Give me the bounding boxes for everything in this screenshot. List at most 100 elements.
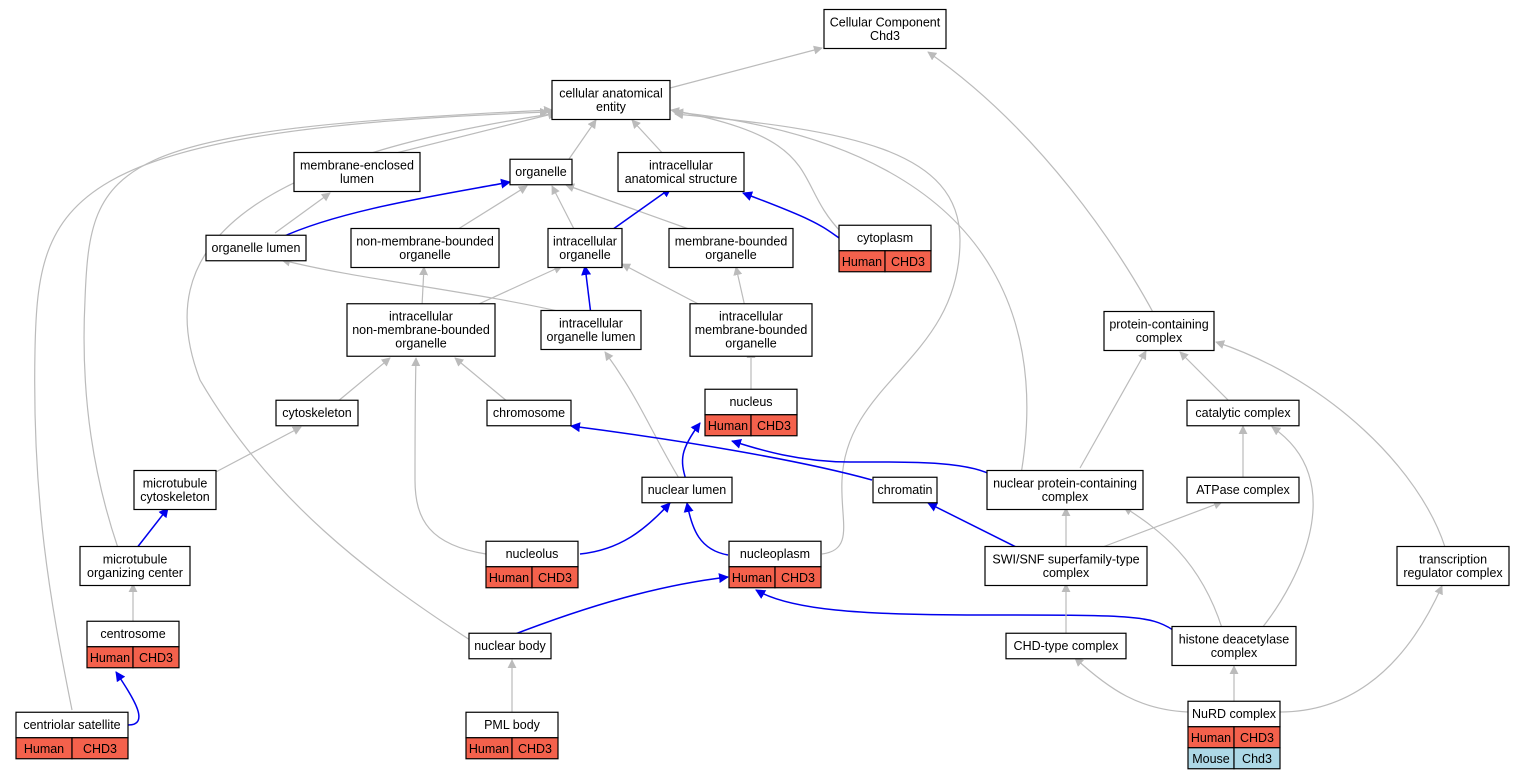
edge-cytoskeleton-to-inmbo <box>336 357 391 403</box>
node-label: PML body <box>484 718 541 732</box>
node-label: cytoskeleton <box>140 490 210 504</box>
node-inmbo[interactable]: intracellularnon-membrane-boundedorganel… <box>346 303 496 357</box>
node-label: organelle lumen <box>212 241 301 255</box>
edge-organelle-to-cae <box>568 119 597 160</box>
edge-nuclumen-to-nucleus <box>681 422 701 481</box>
gene-cell <box>531 566 579 589</box>
node-label: transcription <box>1419 552 1487 566</box>
node-label: CHD-type complex <box>1014 639 1120 653</box>
edge-chromosome-to-inmbo <box>454 357 509 403</box>
node-box <box>872 476 938 504</box>
node-label: intracellular <box>389 310 453 324</box>
edge-censat-to-cae <box>34 107 549 711</box>
node-cytoskeleton[interactable]: cytoskeleton <box>275 399 359 427</box>
edge-orglumen-to-mel <box>274 192 331 234</box>
node-box <box>1005 632 1127 660</box>
node-box <box>468 632 552 660</box>
node-label: histone deacetylase <box>1179 632 1290 646</box>
node-box <box>547 227 623 269</box>
gene-label: CHD3 <box>757 419 791 433</box>
node-chromosome[interactable]: chromosome <box>486 399 572 427</box>
node-box <box>728 540 822 568</box>
edge-catalytic-to-pcc <box>1179 351 1231 403</box>
node-catalytic[interactable]: catalytic complex <box>1186 399 1300 427</box>
node-chromatin[interactable]: chromatin <box>872 476 938 504</box>
node-box <box>704 388 798 416</box>
node-label: complex <box>1042 490 1089 504</box>
edge-nucbody-to-nucleoplasm <box>509 573 729 637</box>
node-label: organelle <box>725 337 776 351</box>
gene-label: CHD3 <box>1240 731 1274 745</box>
edge-mbo-to-organelle <box>565 183 701 234</box>
node-label: catalytic complex <box>1195 406 1291 420</box>
species-label: Human <box>90 651 130 665</box>
node-label: intracellular <box>649 158 713 172</box>
node-box <box>293 151 421 193</box>
edge-hdac-to-catalytic <box>1261 426 1314 629</box>
species-label: Mouse <box>1192 752 1230 766</box>
node-chd[interactable]: CHD-type complex <box>1005 632 1127 660</box>
species-label: Human <box>708 419 748 433</box>
species-label: Human <box>842 255 882 269</box>
node-box <box>668 227 794 269</box>
node-label: organelle <box>395 337 446 351</box>
edge-swisnf-to-atpase <box>1099 500 1223 549</box>
node-box <box>486 399 572 427</box>
node-label: intracellular <box>559 316 623 330</box>
node-label: ATPase complex <box>1196 483 1290 497</box>
node-label: non-membrane-bounded <box>356 234 494 248</box>
node-atpase[interactable]: ATPase complex <box>1186 476 1300 504</box>
node-label: chromosome <box>493 406 565 420</box>
edge-iol-to-intorg <box>581 265 592 316</box>
node-label: nuclear protein-containing <box>993 476 1137 490</box>
edge-cytoplasm-to-ias <box>742 191 843 241</box>
node-box <box>1171 625 1297 667</box>
species-label: Human <box>1191 731 1231 745</box>
node-organelle[interactable]: organelle <box>509 158 573 186</box>
edges-layer <box>34 45 1446 726</box>
node-label: complex <box>1136 331 1183 345</box>
species-label: Human <box>469 742 509 756</box>
node-label: cytoplasm <box>857 231 913 245</box>
node-label: non-membrane-bounded <box>352 323 490 337</box>
node-box <box>540 309 642 351</box>
species-label: Human <box>732 571 772 585</box>
edge-pcc-to-root <box>927 51 1156 317</box>
node-label: centrosome <box>100 627 165 641</box>
node-box <box>79 545 191 587</box>
node-orglumen[interactable]: organelle lumen <box>205 234 307 262</box>
node-label: organelle lumen <box>547 330 636 344</box>
gene-cell <box>1233 747 1281 770</box>
edge-nucleoplasm-to-nuclumen <box>683 502 729 556</box>
edge-nucleoplasm-to-cae <box>674 110 961 555</box>
node-nucbody[interactable]: nuclear body <box>468 632 552 660</box>
node-label: cytoskeleton <box>282 406 352 420</box>
node-nuclumen[interactable]: nuclear lumen <box>641 476 733 504</box>
